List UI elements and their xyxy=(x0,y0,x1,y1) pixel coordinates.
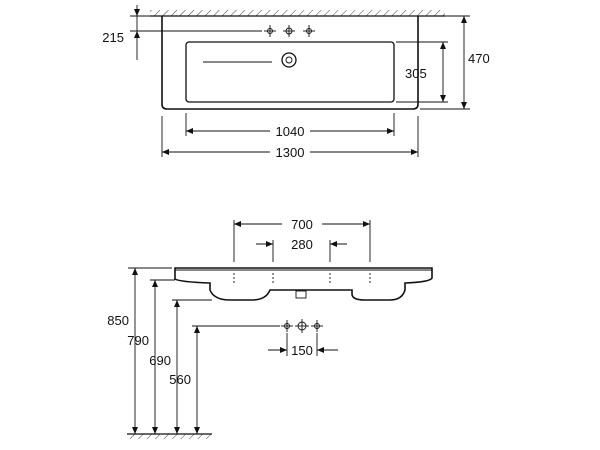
label-470: 470 xyxy=(468,51,490,66)
dimension-215: 215 xyxy=(102,5,262,60)
dimension-305: 305 xyxy=(396,41,448,103)
basin-outline-front xyxy=(174,267,433,301)
waste-hole-icon-center xyxy=(295,319,309,333)
dimension-690: 690 xyxy=(149,299,212,434)
label-150: 150 xyxy=(291,343,313,358)
wall-hatch-top xyxy=(150,10,445,16)
label-790: 790 xyxy=(127,333,149,348)
label-215: 215 xyxy=(102,30,124,45)
dimension-560: 560 xyxy=(169,325,280,434)
label-560: 560 xyxy=(169,372,191,387)
inner-bowl-top xyxy=(185,41,395,103)
label-700: 700 xyxy=(291,217,313,232)
label-1040: 1040 xyxy=(276,124,305,139)
label-305: 305 xyxy=(405,66,427,81)
waste-fitting xyxy=(295,290,307,299)
tap-hole-icon-right xyxy=(303,25,315,37)
label-1300: 1300 xyxy=(276,145,305,160)
dimension-790: 790 xyxy=(127,279,175,434)
dimension-150: 150 xyxy=(268,333,338,358)
tap-hole-icon-left xyxy=(264,25,276,37)
tap-hole-icon-center xyxy=(283,25,295,37)
label-690: 690 xyxy=(149,353,171,368)
dimension-1040: 1040 xyxy=(185,113,395,139)
drain-icon xyxy=(281,52,297,68)
floor-hatch xyxy=(127,434,212,439)
waste-hole-icon-left xyxy=(281,320,293,332)
dimension-280: 280 xyxy=(256,237,347,262)
front-view: 700 280 xyxy=(107,217,433,439)
dimension-470: 470 xyxy=(420,15,490,110)
dimension-1300: 1300 xyxy=(161,116,419,160)
waste-hole-icon-right xyxy=(311,320,323,332)
label-280: 280 xyxy=(291,237,313,252)
top-view: 215 470 305 1040 xyxy=(102,5,490,160)
drain-inner-icon xyxy=(285,56,293,64)
dimension-700: 700 xyxy=(233,217,371,262)
label-850: 850 xyxy=(107,313,129,328)
tap-hole-markers xyxy=(233,273,371,283)
dimension-850: 850 xyxy=(107,267,172,434)
basin-outline-top xyxy=(161,16,419,110)
